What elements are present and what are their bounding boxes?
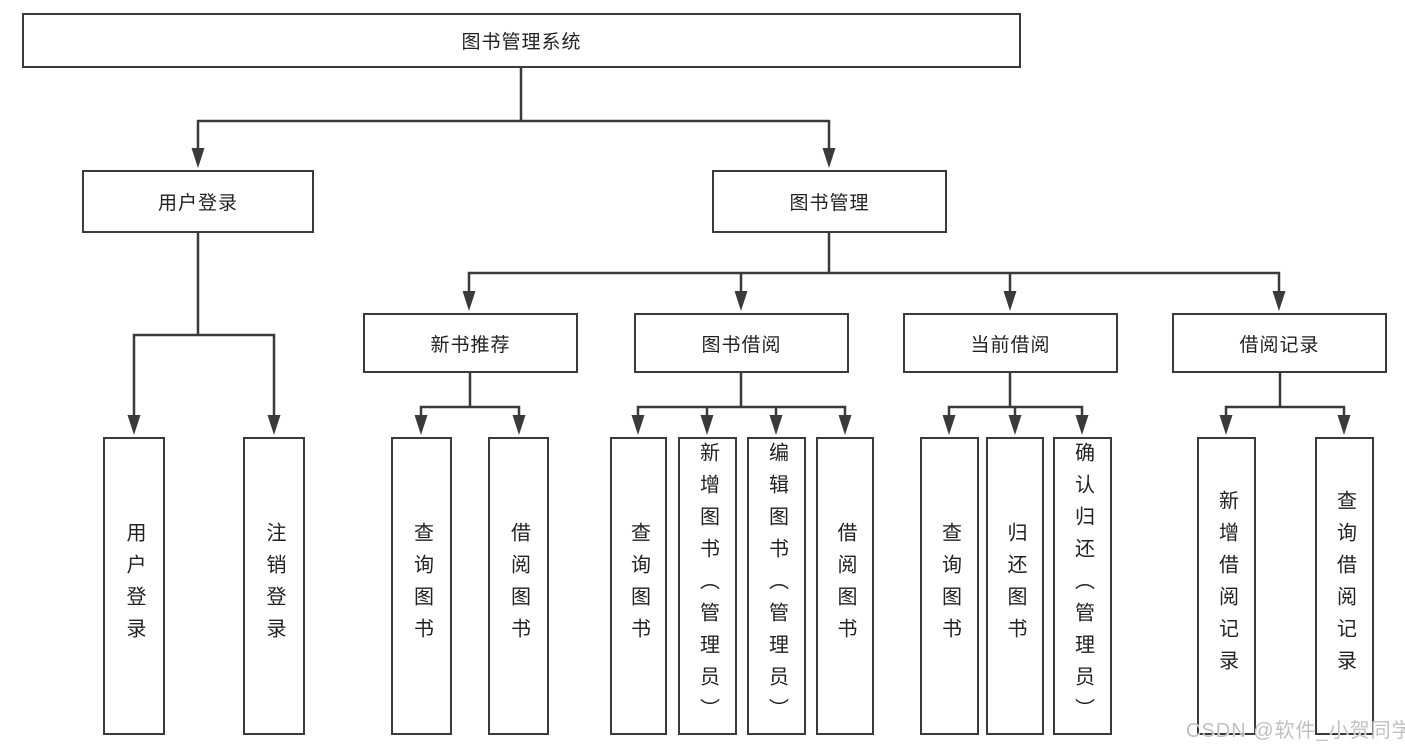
leaf-borrow-query: 查询图书 [610,437,667,735]
node-current-borrow: 当前借阅 [903,313,1118,373]
node-root: 图书管理系统 [22,13,1021,68]
leaf-newbook-borrow-label: 借阅图书 [507,522,530,650]
node-new-book-rec-label: 新书推荐 [430,334,511,356]
leaf-records-query-label: 查询借阅记录 [1333,490,1356,682]
leaf-logout-label: 注销登录 [263,522,285,650]
node-borrow-records: 借阅记录 [1172,313,1387,373]
node-book-mgmt-label: 图书管理 [789,193,870,214]
leaf-newbook-query: 查询图书 [391,437,452,735]
node-root-label: 图书管理系统 [461,32,582,53]
node-book-mgmt: 图书管理 [712,170,947,233]
csdn-watermark: CSDN @软件_小贺同学 [1186,720,1405,742]
node-user-login-label: 用户登录 [157,193,238,214]
node-borrow-records-label: 借阅记录 [1239,334,1320,356]
arrowheads [127,148,1351,435]
leaf-records-add-label: 新增借阅记录 [1215,490,1238,682]
leaf-borrow-borrow: 借阅图书 [816,437,874,735]
leaf-current-confirm-label: 确认归还（管理员） [1071,442,1094,730]
leaf-borrow-edit: 编辑图书（管理员） [747,437,806,735]
leaf-borrow-add: 新增图书（管理员） [678,437,737,735]
leaf-records-add: 新增借阅记录 [1197,437,1256,735]
leaf-borrow-add-label: 新增图书（管理员） [696,442,719,730]
node-book-borrow: 图书借阅 [634,313,849,373]
leaf-current-query: 查询图书 [920,437,979,735]
node-user-login: 用户登录 [82,170,314,233]
leaf-current-return-label: 归还图书 [1004,522,1026,650]
leaf-logout: 注销登录 [243,437,305,735]
leaf-current-query-label: 查询图书 [938,522,961,650]
leaf-borrow-edit-label: 编辑图书（管理员） [765,442,788,730]
leaf-current-confirm: 确认归还（管理员） [1053,437,1112,735]
leaf-borrow-query-label: 查询图书 [627,522,650,650]
leaf-records-query: 查询借阅记录 [1315,437,1374,735]
node-book-borrow-label: 图书借阅 [701,334,782,356]
node-current-borrow-label: 当前借阅 [970,334,1051,356]
leaf-user-login: 用户登录 [103,437,165,735]
leaf-newbook-query-label: 查询图书 [410,522,433,650]
node-new-book-rec: 新书推荐 [363,313,578,373]
leaf-borrow-borrow-label: 借阅图书 [834,522,856,650]
leaf-current-return: 归还图书 [986,437,1044,735]
leaf-newbook-borrow: 借阅图书 [488,437,549,735]
leaf-user-login-label: 用户登录 [123,522,145,650]
